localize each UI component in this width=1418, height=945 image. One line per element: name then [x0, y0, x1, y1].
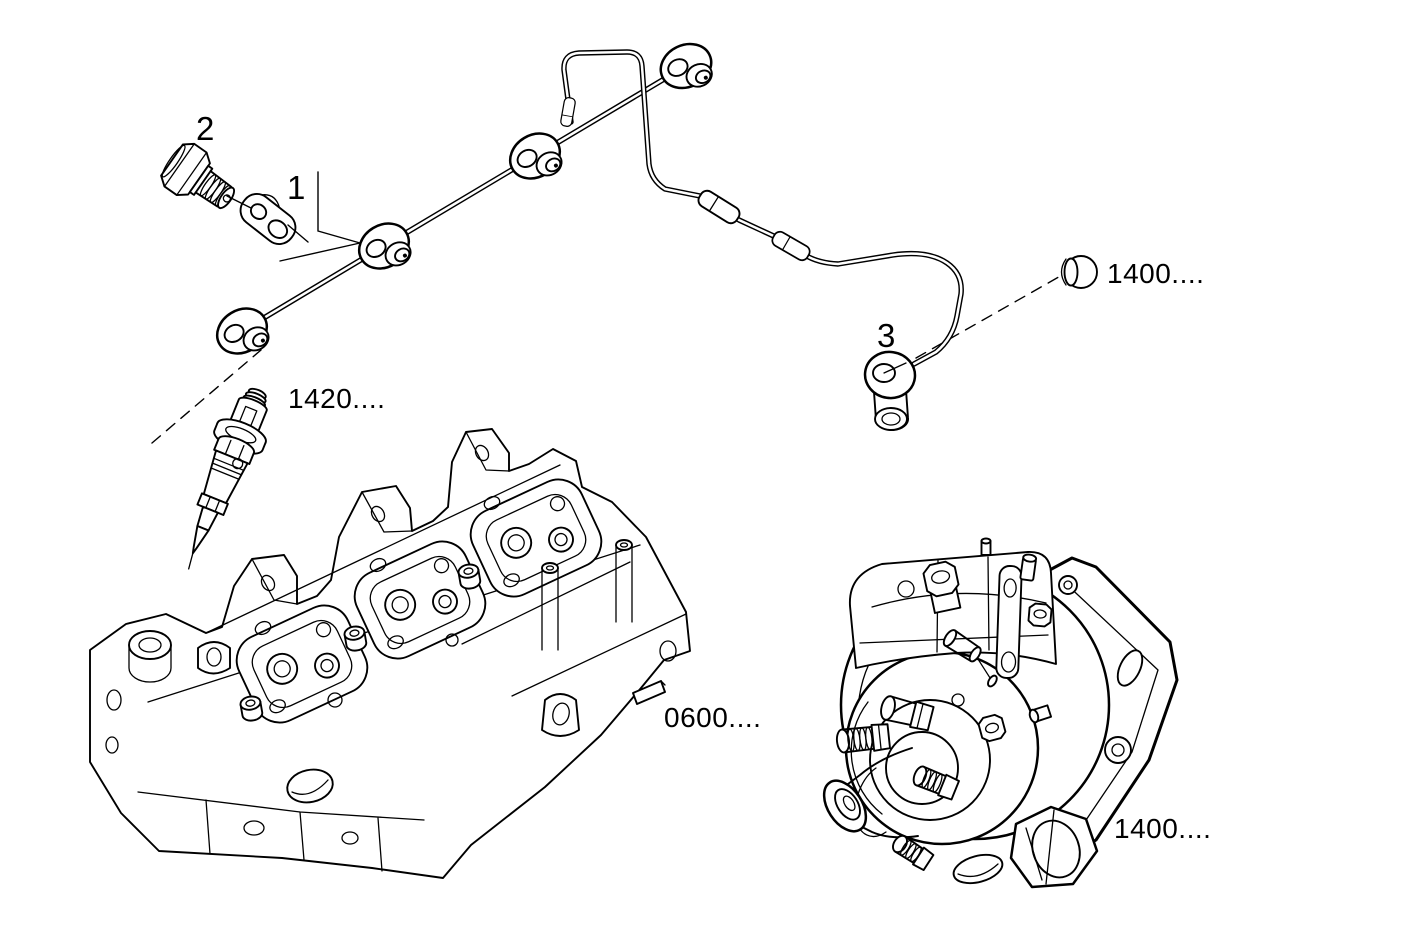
- pump-front-bolt: [977, 713, 1007, 743]
- callout-item-3: 3: [877, 317, 896, 354]
- dashed-leader-injector: [151, 349, 262, 444]
- pump-bottom-fitting: [892, 834, 935, 872]
- pump-threaded-fitting: [912, 765, 960, 801]
- pipe-clamp: [239, 193, 297, 245]
- banjo-union-item-3: [863, 350, 917, 431]
- leader-lines: [226, 171, 361, 262]
- banjo-union: [500, 123, 572, 193]
- callout-item-2: 2: [196, 110, 215, 147]
- fuel-injector: [188, 387, 268, 570]
- clamp-bolt: [160, 142, 236, 210]
- callout-ref-cap: 1400....: [1107, 258, 1205, 289]
- callout-ref-cylinder-head: 0600....: [664, 702, 762, 733]
- cylinder-head: [89, 428, 691, 879]
- callout-ref-injector: 1420....: [288, 383, 386, 414]
- pump-top-bolt: [922, 560, 962, 614]
- injection-pump: [822, 537, 1179, 889]
- callout-item-1: 1: [287, 169, 306, 206]
- pump-drive-shaft: [822, 747, 919, 839]
- sealing-cap: [1060, 255, 1098, 289]
- pump-stud: [1019, 553, 1038, 582]
- pump-front-stub: [1028, 704, 1053, 724]
- pump-top-pin: [980, 537, 992, 556]
- pipe-sleeve-fitting: [769, 228, 813, 264]
- banjo-union: [207, 298, 279, 368]
- injection-pipe-assembly: [207, 34, 964, 431]
- banjo-union: [652, 34, 722, 101]
- pump-diagonal-bolt: [942, 629, 998, 688]
- pump-hex-nut: [1027, 602, 1053, 628]
- dashed-leader-cap: [915, 273, 1065, 359]
- pump-union-fitting: [880, 695, 935, 732]
- callout-ref-pump: 1400....: [1114, 813, 1212, 844]
- pump-hex-plug: [1009, 805, 1099, 889]
- pipe-sleeve-fitting: [694, 187, 744, 227]
- pump-bracket-strap: [995, 565, 1023, 679]
- banjo-union: [349, 213, 421, 283]
- pump-threaded-fitting: [835, 723, 891, 754]
